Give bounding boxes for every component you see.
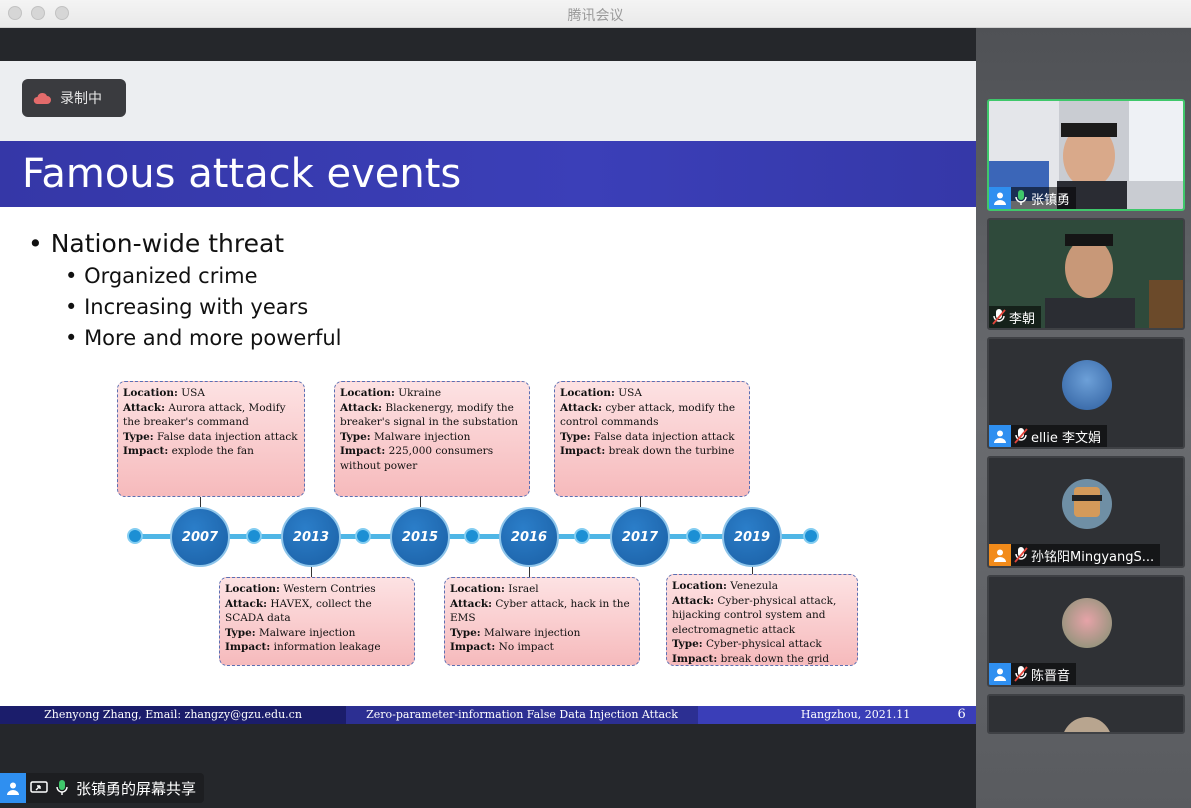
participant-tile-3[interactable]: ellie 李文娟 — [987, 337, 1185, 449]
sub-bullet-item: • Organized crime — [65, 264, 258, 288]
presentation-slide: Famous attack events • Nation-wide threa… — [0, 61, 976, 724]
slide-header-space — [0, 61, 976, 141]
avatar — [1062, 598, 1112, 648]
recording-indicator[interactable]: 录制中 — [22, 79, 126, 117]
microphone-muted-icon — [989, 307, 1009, 327]
avatar — [1062, 717, 1112, 732]
event-box-2015: Location: Ukraine Attack: Blackenergy, m… — [334, 381, 530, 497]
connector-line — [311, 566, 312, 578]
event-box-2019: Location: Venezula Attack: Cyber-physica… — [666, 574, 858, 666]
participant-tile-6[interactable] — [987, 694, 1185, 734]
timeline-dot — [464, 528, 480, 544]
avatar — [1062, 360, 1112, 410]
person-icon — [989, 425, 1011, 447]
person-icon — [989, 187, 1011, 209]
connector-line — [420, 497, 421, 507]
participant-nameplate: ellie 李文娟 — [989, 425, 1107, 447]
person-icon — [989, 663, 1011, 685]
timeline-dot — [803, 528, 819, 544]
year-circle-2017: 2017 — [610, 507, 670, 567]
slide-footer: Zhenyong Zhang, Email: zhangzy@gzu.edu.c… — [0, 706, 976, 724]
footer-author: Zhenyong Zhang, Email: zhangzy@gzu.edu.c… — [0, 706, 346, 724]
event-box-2013: Location: Western Contries Attack: HAVEX… — [219, 577, 415, 666]
bullet-text: More and more powerful — [84, 326, 342, 350]
participant-nameplate: 陈晋音 — [989, 663, 1077, 685]
bullet-text: Increasing with years — [84, 295, 309, 319]
person-icon — [989, 544, 1011, 566]
avatar — [1062, 479, 1112, 529]
slide-title: Famous attack events — [0, 141, 976, 207]
sub-bullet-item: • More and more powerful — [65, 326, 342, 350]
maximize-window-button[interactable] — [55, 6, 69, 20]
footer-place-date: Hangzhou, 2021.11 6 — [698, 706, 976, 724]
connector-line — [200, 497, 201, 507]
participant-tile-2[interactable]: 李朝 — [987, 218, 1185, 330]
connector-line — [529, 566, 530, 578]
bullet-item: • Nation-wide threat — [28, 229, 285, 258]
participant-nameplate: 张镇勇 — [989, 187, 1077, 209]
screen-share-icon — [26, 781, 52, 795]
year-circle-2013: 2013 — [281, 507, 341, 567]
cloud-icon — [33, 92, 51, 104]
event-box-2016: Location: Israel Attack: Cyber attack, h… — [444, 577, 640, 666]
microphone-muted-icon — [1011, 545, 1031, 565]
bullet-text: Nation-wide threat — [50, 229, 285, 258]
participant-strip: 张镇勇 李朝 ellie 李文娟 — [976, 28, 1191, 808]
footer-place: Hangzhou, 2021.11 — [800, 708, 911, 721]
title-bar: 腾讯会议 — [0, 0, 1191, 28]
screen-share-label: 张镇勇的屏幕共享 — [76, 779, 197, 798]
timeline-dot — [246, 528, 262, 544]
participant-name: 孙铭阳MingyangS... — [1031, 549, 1155, 565]
event-box-2007: Location: USA Attack: Aurora attack, Mod… — [117, 381, 305, 497]
participant-name: 张镇勇 — [1031, 192, 1071, 208]
window-title: 腾讯会议 — [567, 8, 624, 24]
year-circle-2019: 2019 — [722, 507, 782, 567]
timeline-dot — [355, 528, 371, 544]
microphone-on-icon — [52, 778, 72, 798]
participant-tile-4[interactable]: 孙铭阳MingyangS... — [987, 456, 1185, 568]
year-circle-2007: 2007 — [170, 507, 230, 567]
close-window-button[interactable] — [8, 6, 22, 20]
screen-share-indicator[interactable]: 张镇勇的屏幕共享 — [0, 773, 205, 803]
bullet-text: Organized crime — [84, 264, 258, 288]
connector-line — [640, 497, 641, 507]
participant-name: ellie 李文娟 — [1031, 430, 1101, 446]
microphone-on-icon — [1011, 188, 1031, 208]
connector-line — [752, 566, 753, 578]
participant-tile-1[interactable]: 张镇勇 — [987, 99, 1185, 211]
bottom-bar: 张镇勇的屏幕共享 — [0, 770, 976, 808]
participant-name: 李朝 — [1009, 311, 1036, 327]
microphone-muted-icon — [1011, 426, 1031, 446]
bullet-list: • Nation-wide threat • Organized crime •… — [28, 229, 342, 357]
shared-screen: Famous attack events • Nation-wide threa… — [0, 28, 976, 770]
event-box-2017: Location: USA Attack: cyber attack, modi… — [554, 381, 750, 497]
participant-nameplate: 孙铭阳MingyangS... — [989, 544, 1161, 566]
year-circle-2016: 2016 — [499, 507, 559, 567]
year-circle-2015: 2015 — [390, 507, 450, 567]
person-icon — [0, 773, 26, 803]
timeline-dot — [127, 528, 143, 544]
page-number: 6 — [957, 707, 966, 722]
sub-bullet-item: • Increasing with years — [65, 295, 309, 319]
participant-nameplate: 李朝 — [989, 306, 1042, 328]
participant-tile-5[interactable]: 陈晋音 — [987, 575, 1185, 687]
recording-label: 录制中 — [60, 91, 102, 107]
minimize-window-button[interactable] — [31, 6, 45, 20]
timeline-dot — [686, 528, 702, 544]
footer-talk-title: Zero-parameter-information False Data In… — [346, 706, 698, 724]
participant-name: 陈晋音 — [1031, 668, 1071, 684]
timeline-dot — [574, 528, 590, 544]
microphone-muted-icon — [1011, 664, 1031, 684]
